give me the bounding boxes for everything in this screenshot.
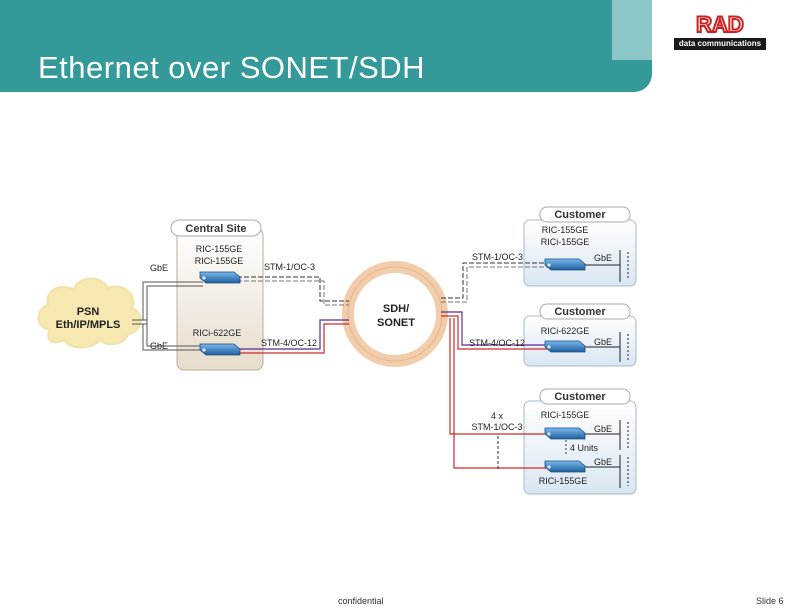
psn-cloud: PSN Eth/IP/MPLS (37, 277, 142, 349)
customer-1-title: Customer (554, 209, 606, 221)
stm4-link-central (237, 319, 349, 354)
device-customer3-bottom (544, 460, 586, 473)
customer-3-device-top-label: RICi-155GE (541, 410, 590, 420)
customer-3-title-tab (539, 388, 631, 405)
customer-2-title: Customer (554, 306, 606, 318)
customer-3-title: Customer (554, 391, 606, 403)
customer-3-gbe-top: GbE (594, 424, 612, 434)
device-central-ric622 (199, 343, 241, 356)
central-gbe-top: GbE (150, 263, 168, 273)
customer-3-link-line2: STM-1/OC-3 (471, 422, 522, 432)
device-customer2 (544, 340, 586, 353)
device-central-ric155 (199, 271, 241, 284)
logo-brand: RAD (696, 12, 744, 37)
customer-3-units-label: 4 Units (570, 443, 599, 453)
customer-2-link-label: STM-4/OC-12 (469, 338, 525, 348)
stm4-link-customer2 (441, 311, 548, 350)
header-bar (0, 0, 652, 92)
central-link-stm4: STM-4/OC-12 (261, 338, 317, 348)
customer-lan-lines (584, 250, 629, 488)
stm1-link-central (237, 276, 349, 306)
psn-label-2: Eth/IP/MPLS (56, 319, 121, 331)
footer-slide-number: Slide 6 (756, 596, 784, 606)
stm1-link-customer1 (441, 262, 548, 303)
customer-3-gbe-bottom: GbE (594, 457, 612, 467)
central-device-2-label: RICi-622GE (193, 328, 242, 338)
central-site-box: Central Site (170, 219, 264, 371)
customer-box-2: Customer (523, 303, 637, 367)
central-device-1b-label: RICi-155GE (195, 256, 244, 266)
customer-1-link-label: STM-1/OC-3 (472, 252, 523, 262)
device-customer3-top (544, 427, 586, 440)
page-title: Ethernet over SONET/SDH (38, 50, 426, 85)
sdh-sonet-ring: SDH/ SONET (342, 261, 448, 367)
header-accent (612, 0, 652, 60)
central-site-title-tab (170, 219, 262, 237)
customer-3-device-bottom-label: RICi-155GE (539, 476, 588, 486)
psn-label-1: PSN (77, 306, 100, 318)
central-device-1-label: RIC-155GE (196, 244, 243, 254)
logo-tagline: data communications (674, 38, 766, 50)
central-site-title: Central Site (185, 223, 246, 235)
rad-logo: RAD (695, 11, 745, 38)
customer-2-title-tab (539, 303, 631, 320)
customer-1-device-label: RIC-155GE (542, 225, 589, 235)
customer-2-gbe: GbE (594, 337, 612, 347)
customer-2-device-label: RICi-622GE (541, 326, 590, 336)
customer-1-device-b-label: RICi-155GE (541, 237, 590, 247)
central-link-stm1: STM-1/OC-3 (264, 262, 315, 272)
customer-3-link-line1: 4 x (491, 411, 504, 421)
ring-label-1: SDH/ (383, 303, 409, 315)
customer-1-title-tab (539, 206, 631, 223)
device-customer1 (544, 258, 586, 271)
stm1x4-links-customer3 (449, 318, 567, 470)
central-gbe-bottom: GbE (150, 341, 168, 351)
customer-1-gbe: GbE (594, 253, 612, 263)
gbe-links-central (132, 281, 203, 351)
footer-confidential: confidential (338, 596, 384, 606)
ring-label-2: SONET (377, 317, 415, 329)
